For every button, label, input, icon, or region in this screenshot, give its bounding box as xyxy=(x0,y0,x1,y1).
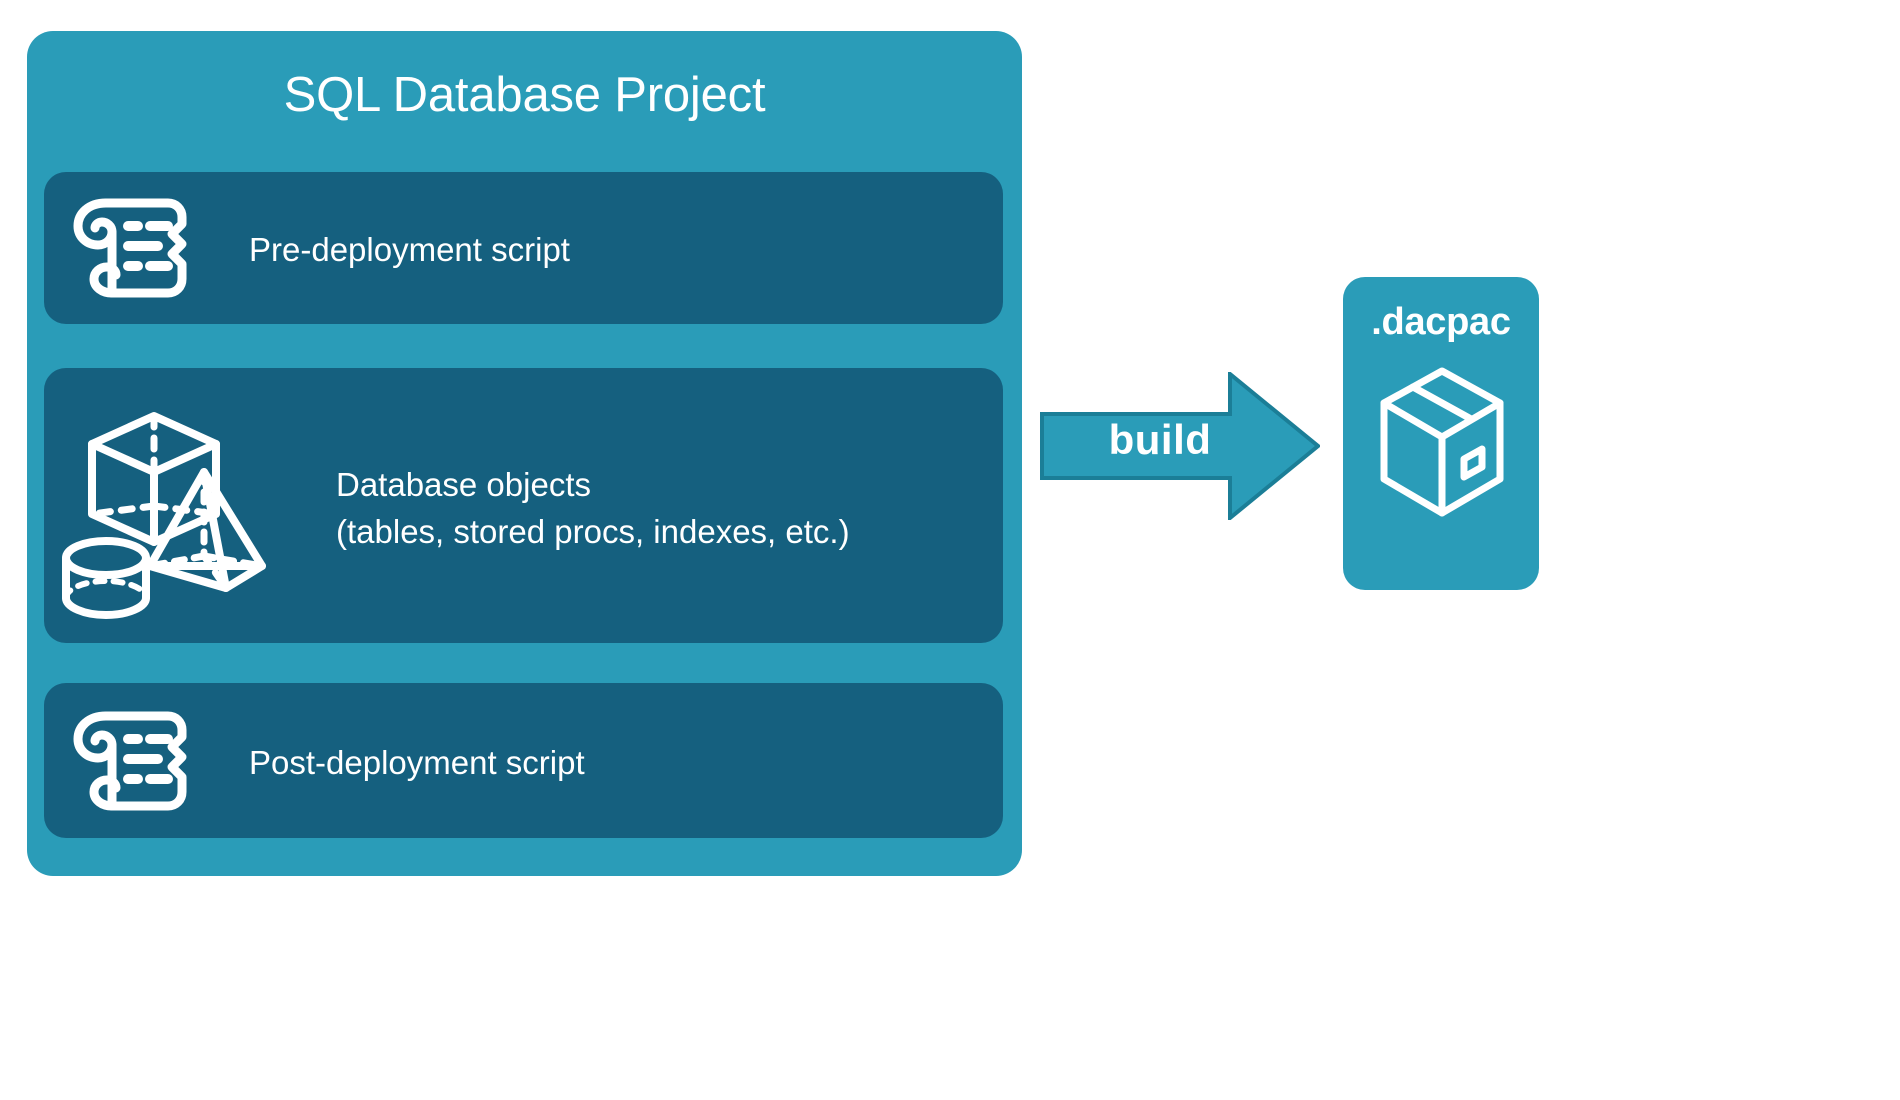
3d-shapes-icon xyxy=(52,396,322,626)
card-pre-deployment-label: Pre-deployment script xyxy=(249,231,570,268)
build-arrow-icon xyxy=(1040,369,1322,523)
build-arrow-label: build xyxy=(1108,416,1212,463)
package-box-icon xyxy=(1378,367,1506,524)
dacpac-title: .dacpac xyxy=(1371,301,1511,343)
card-post-deployment[interactable]: Post-deployment script xyxy=(44,683,1003,838)
sql-database-project-panel: SQL Database Project xyxy=(27,31,1022,876)
card-post-deployment-label: Post-deployment script xyxy=(249,744,585,781)
dacpac-output-panel[interactable]: .dacpac xyxy=(1343,277,1539,590)
scroll-icon xyxy=(72,194,194,307)
card-pre-deployment[interactable]: Pre-deployment script xyxy=(44,172,1003,324)
card-database-objects-label: Database objects (tables, stored procs, … xyxy=(336,466,850,550)
scroll-icon xyxy=(72,707,194,820)
card-database-objects[interactable]: Database objects (tables, stored procs, … xyxy=(44,368,1003,643)
project-title: SQL Database Project xyxy=(283,68,766,122)
